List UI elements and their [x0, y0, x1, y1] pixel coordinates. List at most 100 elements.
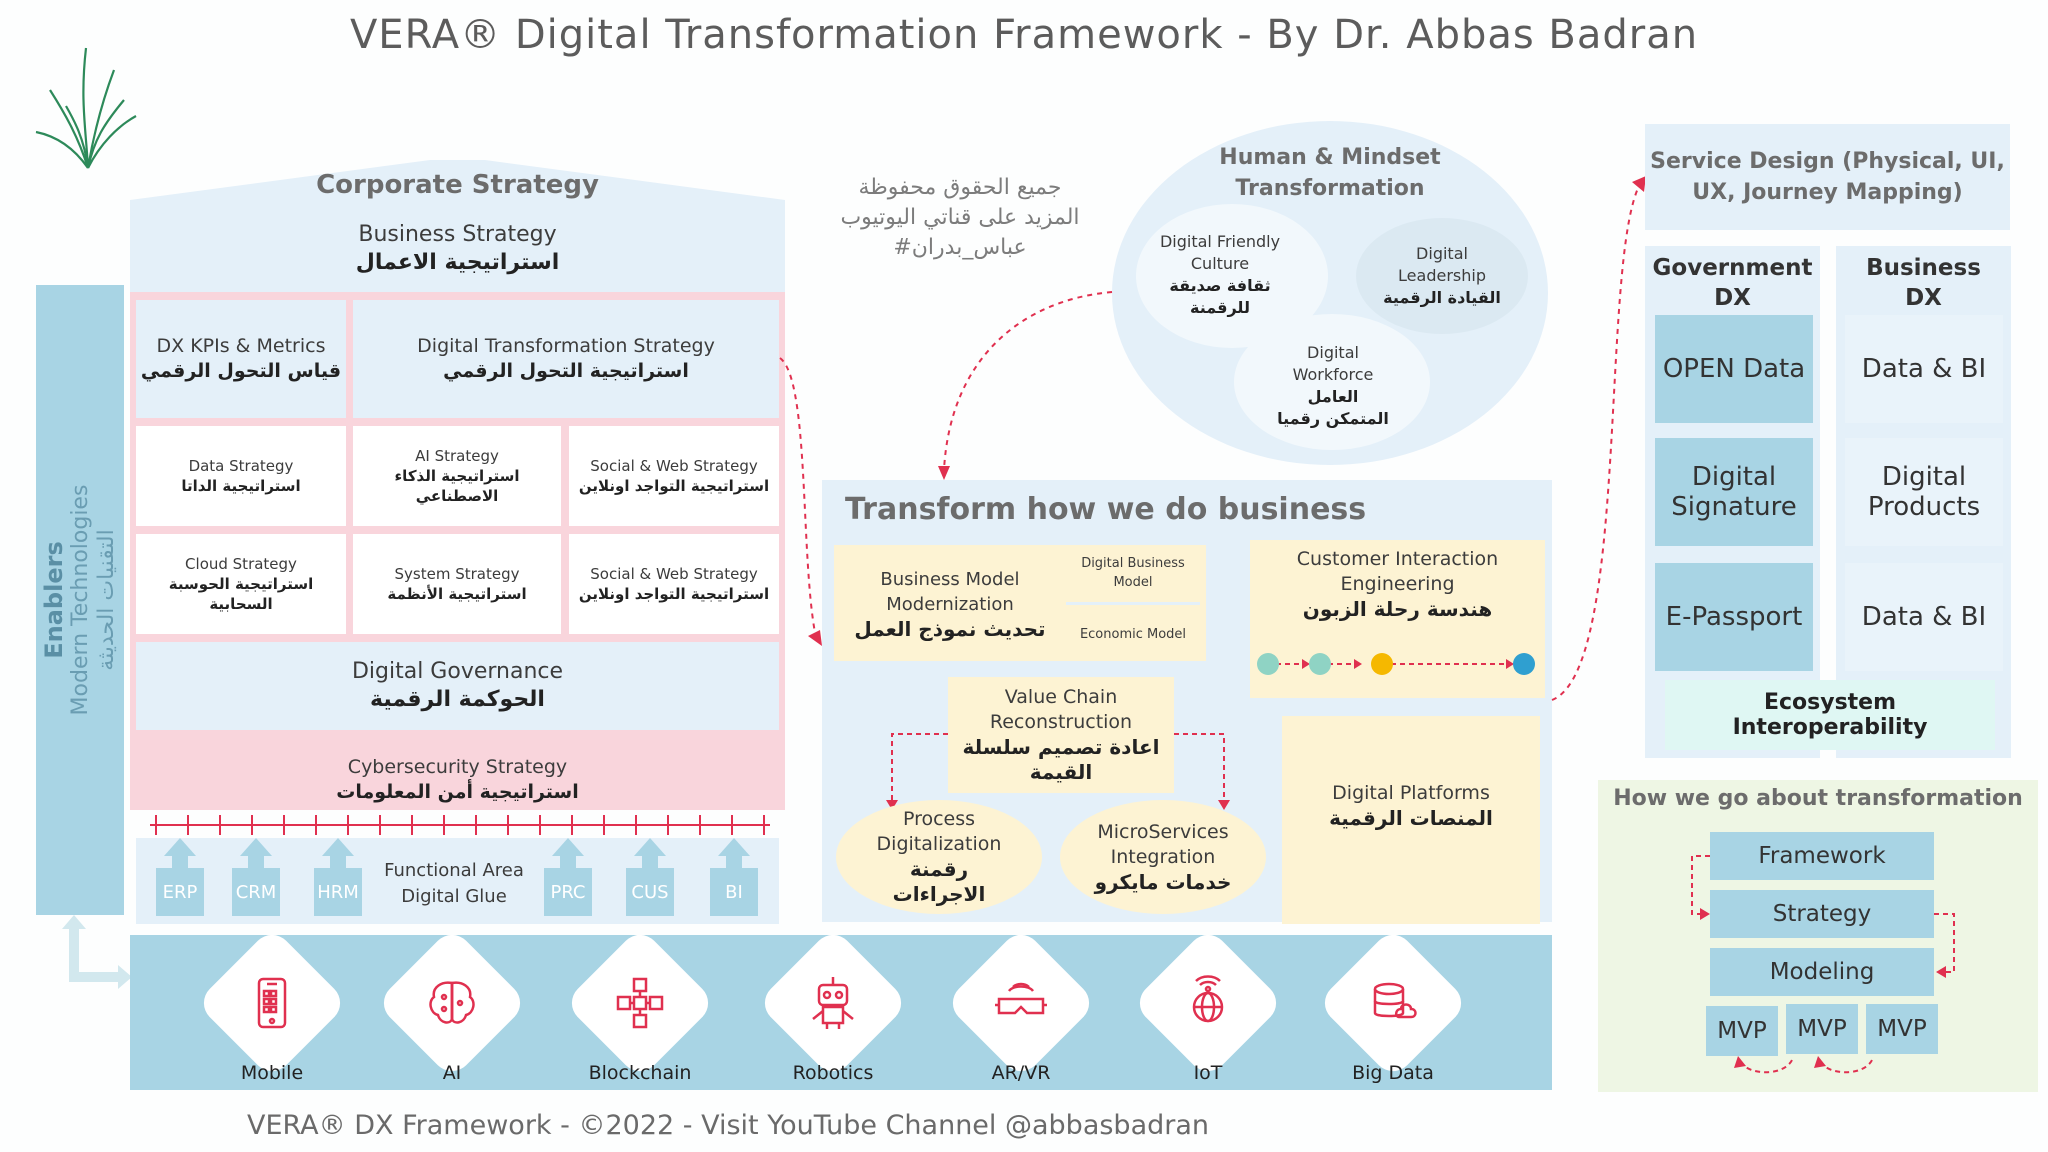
process-en: Digitalization — [876, 833, 1002, 855]
leadership-en: Leadership — [1398, 266, 1486, 285]
up-arrow-stem — [560, 856, 576, 868]
tech-blockchain[interactable]: Blockchain — [560, 926, 720, 1090]
functional-hrm[interactable]: HRM — [314, 838, 362, 916]
biz-item-data-bi[interactable]: Data & BI — [1845, 315, 2003, 423]
culture-en: Culture — [1190, 254, 1250, 273]
vcr-en: Reconstruction — [989, 711, 1133, 733]
up-arrow-icon — [322, 838, 354, 856]
functional-label: HRM — [314, 868, 362, 916]
grid-en: Data Strategy — [188, 457, 294, 475]
mvp-2[interactable]: MVP — [1786, 1004, 1858, 1054]
page-footer: VERA® DX Framework - ©2022 - Visit YouTu… — [246, 1110, 1210, 1141]
cie-en: Engineering — [1340, 572, 1455, 595]
platforms-ar: المنصات الرقمية — [1329, 806, 1493, 830]
watermark-line: جميع الحقوق محفوظة — [858, 175, 1062, 200]
tech-label: AI — [442, 1062, 462, 1084]
workforce-en: Workforce — [1292, 365, 1374, 384]
how-transformation-title: How we go about transformation — [1613, 786, 2023, 811]
tech-label: Big Data — [1352, 1062, 1434, 1084]
digital-governance-box: Digital Governance الحوكمة الرقمية — [136, 642, 779, 730]
up-arrow-icon — [552, 838, 584, 856]
micro-en: MicroServices — [1097, 820, 1229, 843]
microservices-integration: MicroServices Integration خدمات مايكرو — [1060, 800, 1266, 914]
tech-ar-vr[interactable]: AR/VR — [941, 926, 1101, 1090]
workforce-ar: العامل — [1307, 387, 1359, 406]
digital-glue-bus — [150, 815, 770, 835]
dx-kpis-en: DX KPIs & Metrics — [156, 335, 326, 357]
mvp-1[interactable]: MVP — [1706, 1006, 1778, 1056]
mobile-icon — [257, 977, 287, 1029]
functional-cus[interactable]: CUS — [626, 838, 674, 916]
service-item-line: Signature — [1671, 492, 1797, 522]
up-arrow-stem — [330, 856, 346, 868]
dbm-text: Model — [1113, 575, 1153, 590]
digital-friendly-culture: Digital Friendly Culture ثقافة صديقة للر… — [1130, 228, 1310, 322]
cie-text: Customer Interaction Engineering هندسة ر… — [1250, 545, 1545, 623]
culture-ar: للرقمنة — [1190, 298, 1250, 317]
human-title-line: Transformation — [1235, 176, 1425, 201]
tech-mobile[interactable]: Mobile — [192, 926, 352, 1090]
tech-label: IoT — [1193, 1062, 1223, 1084]
service-design-box: Service Design (Physical, UI, UX, Journe… — [1645, 124, 2010, 230]
governance-ar: الحوكمة الرقمية — [370, 687, 545, 712]
up-arrow-icon — [634, 838, 666, 856]
up-arrow-stem — [248, 856, 264, 868]
tech-label: AR/VR — [991, 1062, 1051, 1084]
functional-label: BI — [710, 868, 758, 916]
cie-ar: هندسة رحلة الزبون — [1302, 596, 1493, 621]
culture-ar: ثقافة صديقة — [1169, 276, 1271, 295]
step-modeling[interactable]: Modeling — [1710, 948, 1934, 996]
journey-stage-3 — [1371, 653, 1393, 675]
grid-ar: استراتيجية التواجد اونلاين — [578, 477, 770, 495]
vr-headset-icon — [995, 982, 1047, 1015]
functional-label: CUS — [626, 868, 674, 916]
social-web-strategy-box-2: Social & Web Strategy استراتيجية التواجد… — [569, 534, 779, 634]
biz-item-data-bi-2[interactable]: Data & BI — [1845, 563, 2003, 671]
bmm-divider — [1066, 602, 1200, 605]
functional-crm[interactable]: CRM — [232, 838, 280, 916]
gov-item-open-data[interactable]: OPEN Data — [1655, 315, 1813, 423]
functional-label: PRC — [544, 868, 592, 916]
cyber-ar: استراتيجية أمن المعلومات — [336, 781, 579, 803]
tech-robotics[interactable]: Robotics — [753, 926, 913, 1090]
gov-header: DX — [1714, 285, 1751, 311]
dbm-text: Digital Business — [1081, 556, 1185, 571]
ecosystem-interoperability: Ecosystem Interoperability — [1665, 680, 1995, 750]
robot-icon — [812, 977, 854, 1029]
journey-stage-2 — [1309, 653, 1331, 675]
digital-platforms — [1282, 716, 1540, 924]
tech-label: Robotics — [792, 1062, 874, 1084]
bmm-ar: تحديث نموذج العمل — [854, 616, 1046, 641]
functional-bi[interactable]: BI — [710, 838, 758, 916]
grid-ar: استراتيجية الحوسبة السحابية — [168, 575, 314, 613]
service-item-line: Digital — [1691, 462, 1777, 492]
business-dx-header: Business DX — [1836, 252, 2011, 314]
customer-interaction-engineering — [1250, 540, 1545, 698]
tech-label: Blockchain — [588, 1062, 692, 1084]
gov-item-e-passport[interactable]: E-Passport — [1655, 563, 1813, 671]
leaf-logo-icon — [35, 47, 137, 169]
grid-ar: استراتيجية التواجد اونلاين — [578, 585, 770, 603]
process-digitalization: Process Digitalization رقمنة الاجراءات — [836, 800, 1042, 914]
transform-business-title: Transform how we do business — [845, 492, 1367, 527]
micro-ar: خدمات مايكرو — [1094, 869, 1232, 894]
gov-item-label: E-Passport — [1665, 602, 1803, 632]
tech-iot[interactable]: IoT — [1128, 926, 1288, 1090]
bmm-text: Business Model Modernization تحديث نموذج… — [840, 560, 1060, 648]
cybersecurity-strategy: Cybersecurity Strategy استراتيجية أمن ال… — [130, 752, 785, 808]
tech-ai[interactable]: AI — [372, 926, 532, 1090]
functional-prc[interactable]: PRC — [544, 838, 592, 916]
business-strategy-en: Business Strategy — [358, 222, 557, 247]
step-framework[interactable]: Framework — [1710, 832, 1934, 880]
tech-big-data[interactable]: Big Data — [1313, 926, 1473, 1090]
data-strategy-box: Data Strategy استراتيجية الداتا — [136, 426, 346, 526]
service-title-line: UX, Journey Mapping) — [1692, 180, 1963, 205]
functional-label: ERP — [156, 868, 204, 916]
business-strategy-ar: استراتيجية الاعمال — [355, 250, 560, 275]
watermark-line: المزيد على قناتي اليوتيوب — [840, 205, 1080, 230]
mvp-3[interactable]: MVP — [1866, 1004, 1938, 1054]
step-strategy[interactable]: Strategy — [1710, 890, 1934, 938]
functional-erp[interactable]: ERP — [156, 838, 204, 916]
